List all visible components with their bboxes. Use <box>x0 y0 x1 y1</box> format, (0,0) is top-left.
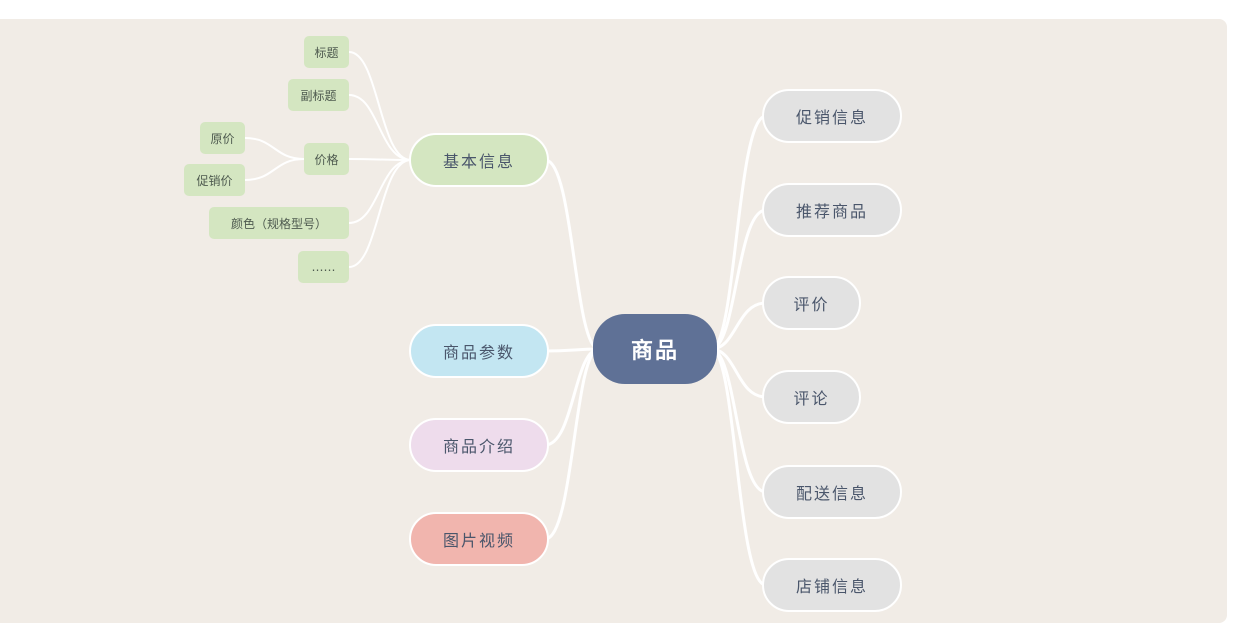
mindmap-canvas: 商品 基本信息 商品参数 商品介绍 图片视频 标题 副标题 价格 原价 促销价 … <box>0 19 1227 623</box>
leaf-node-color-spec[interactable]: 颜色（规格型号） <box>209 207 349 239</box>
branch-node-images-videos[interactable]: 图片视频 <box>409 512 549 566</box>
connector-root-delivery <box>709 347 768 494</box>
connector-root-basic <box>543 158 601 351</box>
root-node-product[interactable]: 商品 <box>593 314 717 384</box>
branch-node-product-params[interactable]: 商品参数 <box>409 324 549 378</box>
leaf-node-more[interactable]: …… <box>298 251 349 283</box>
leaf-node-subtitle[interactable]: 副标题 <box>288 79 349 111</box>
connector-root-rating <box>709 301 768 351</box>
leaf-node-title[interactable]: 标题 <box>304 36 349 68</box>
branch-node-rating[interactable]: 评价 <box>762 276 861 330</box>
connector-root-recommend <box>709 208 768 351</box>
connector-root-params <box>543 347 601 353</box>
connector-price-orig <box>244 137 305 160</box>
branch-node-shop-info[interactable]: 店铺信息 <box>762 558 902 612</box>
connector-root-comment <box>709 347 768 399</box>
connector-basic-title <box>348 51 412 161</box>
leaf-node-original-price[interactable]: 原价 <box>200 122 245 154</box>
connector-root-intro <box>543 347 601 447</box>
branch-node-comments[interactable]: 评论 <box>762 370 861 424</box>
connector-root-shop <box>709 347 768 587</box>
branch-node-promo-info[interactable]: 促销信息 <box>762 89 902 143</box>
connector-lines <box>244 51 768 587</box>
connector-root-promo <box>709 114 768 351</box>
connector-price-promo-price <box>244 158 305 181</box>
branch-node-product-intro[interactable]: 商品介绍 <box>409 418 549 472</box>
leaf-node-promo-price[interactable]: 促销价 <box>184 164 245 196</box>
connector-basic-subtitle <box>348 94 412 161</box>
leaf-node-price[interactable]: 价格 <box>304 143 349 175</box>
branch-node-recommended[interactable]: 推荐商品 <box>762 183 902 237</box>
connector-basic-more <box>348 159 412 268</box>
branch-node-basic-info[interactable]: 基本信息 <box>409 133 549 187</box>
connector-root-media <box>543 347 601 541</box>
connector-basic-price <box>348 158 412 161</box>
branch-node-delivery-info[interactable]: 配送信息 <box>762 465 902 519</box>
